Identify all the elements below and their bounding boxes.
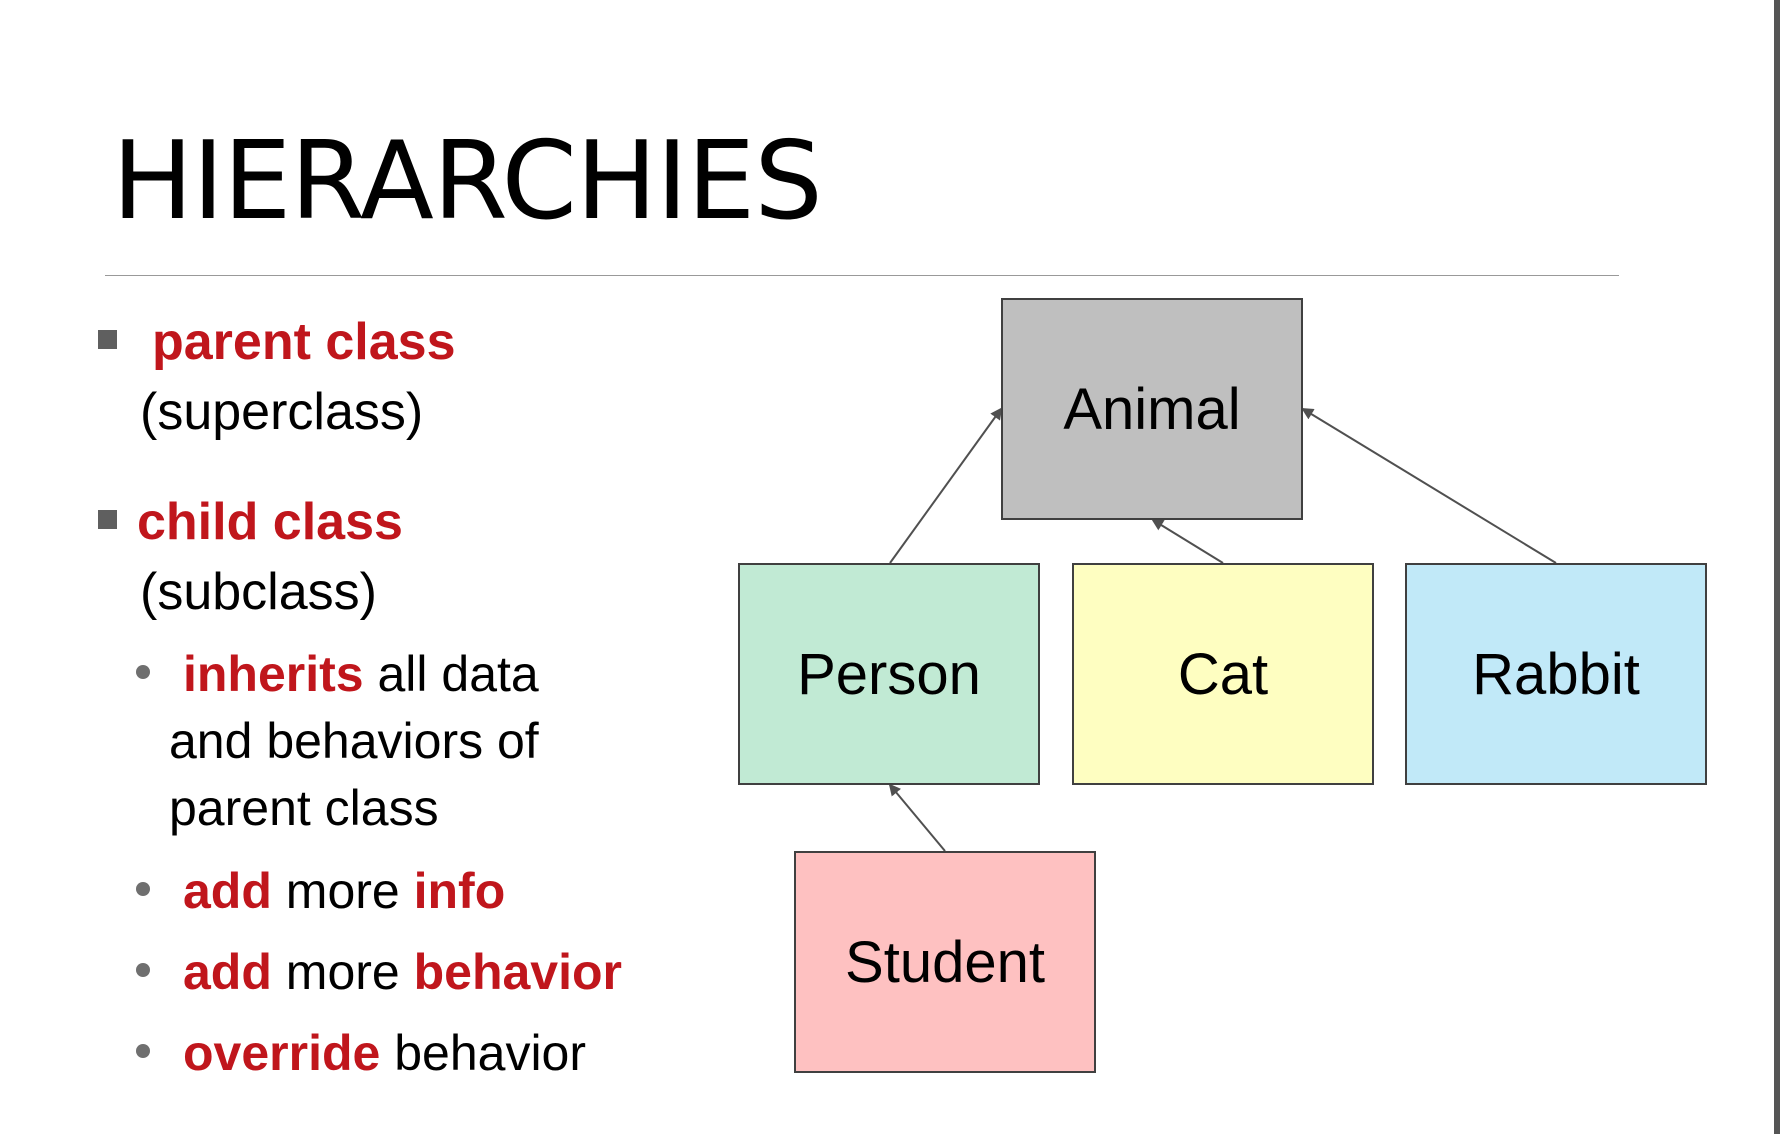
- title-divider: [105, 275, 1619, 276]
- node-person: Person: [738, 563, 1040, 785]
- keyword-add: add: [183, 863, 272, 919]
- subitem-add-behavior: add more behavior: [183, 942, 622, 1002]
- round-bullet-icon: [136, 1044, 150, 1058]
- subitem-override: override behavior: [183, 1023, 586, 1083]
- node-label: Cat: [1177, 641, 1269, 707]
- subitem-inherits: inherits all data: [183, 644, 539, 704]
- node-cat: Cat: [1072, 563, 1374, 785]
- slide-title: HIERARCHIES: [112, 119, 823, 244]
- bullet-list: parent class (superclass) child class (s…: [0, 0, 720, 1134]
- keyword-child-class: child class: [137, 493, 403, 551]
- round-bullet-icon: [136, 963, 150, 977]
- node-label: Animal: [1063, 376, 1241, 442]
- keyword-override: override: [183, 1025, 381, 1081]
- arrow-rabbit-to-animal: [1301, 407, 1557, 564]
- bullet-child-class: child class: [137, 492, 403, 552]
- slide-right-border: [1774, 0, 1780, 1134]
- round-bullet-icon: [136, 665, 150, 679]
- node-label: Student: [845, 929, 1045, 995]
- square-bullet-icon: [98, 330, 117, 349]
- subitem-text: all data: [363, 646, 539, 702]
- square-bullet-icon: [98, 510, 117, 529]
- bullet-parent-note: (superclass): [140, 383, 424, 441]
- arrow-cat-to-animal: [1151, 518, 1224, 564]
- subitem-inherits-cont-2: parent class: [169, 780, 439, 836]
- keyword-info: info: [413, 863, 506, 919]
- node-label: Rabbit: [1472, 641, 1640, 707]
- bullet-parent-class: parent class: [152, 312, 456, 372]
- bullet-child-note: (subclass): [140, 563, 377, 621]
- subitem-inherits-cont-1: and behaviors of: [169, 713, 539, 769]
- keyword-parent-class: parent class: [152, 313, 456, 371]
- keyword-add: add: [183, 944, 272, 1000]
- keyword-inherits: inherits: [183, 646, 364, 702]
- arrow-person-to-animal: [889, 407, 1003, 564]
- node-label: Person: [797, 641, 981, 707]
- subitem-add-info: add more info: [183, 861, 505, 921]
- round-bullet-icon: [136, 882, 150, 896]
- arrow-student-to-person: [888, 783, 946, 852]
- node-animal: Animal: [1001, 298, 1303, 520]
- subitem-text: behavior: [380, 1025, 587, 1081]
- node-rabbit: Rabbit: [1405, 563, 1707, 785]
- node-student: Student: [794, 851, 1096, 1073]
- subitem-text: more: [271, 863, 414, 919]
- keyword-behavior: behavior: [413, 944, 623, 1000]
- subitem-text: more: [271, 944, 414, 1000]
